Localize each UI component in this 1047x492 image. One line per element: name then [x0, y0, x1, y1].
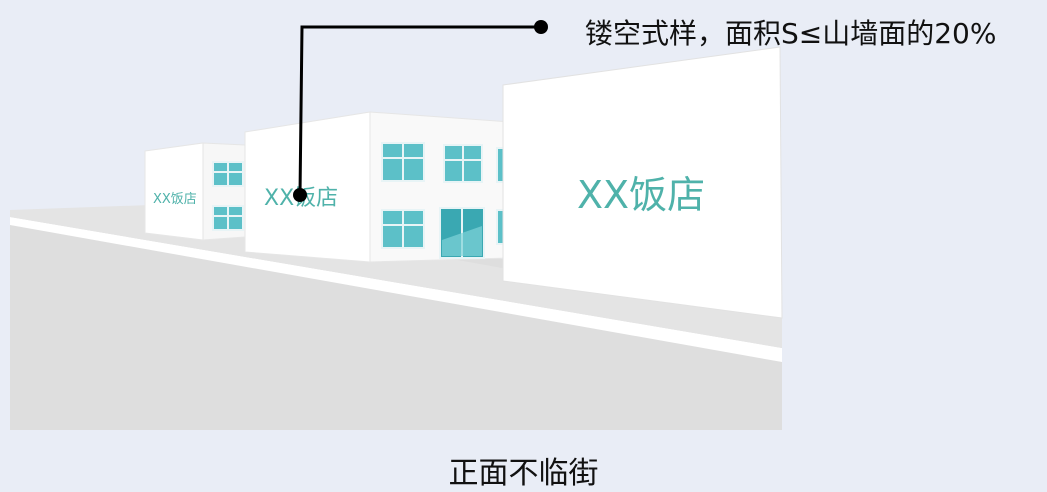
near-building: XX饭店 — [502, 46, 783, 319]
far-building: XX饭店 — [144, 142, 246, 241]
near-building-sign: XX饭店 — [577, 173, 705, 217]
caption: 正面不临街 — [448, 456, 599, 491]
far-building-sign: XX饭店 — [153, 192, 197, 207]
middle-building: XX饭店 — [244, 111, 511, 263]
sidewalk-strip — [10, 205, 782, 348]
callout-leader — [293, 20, 548, 202]
ground-plane — [10, 207, 782, 430]
callout-end-dot — [534, 20, 548, 34]
callout-start-dot — [293, 188, 307, 202]
callout-label: 镂空式样，面积S≤山墙面的20% — [585, 17, 997, 50]
sidewalk-edge-line — [10, 217, 782, 362]
